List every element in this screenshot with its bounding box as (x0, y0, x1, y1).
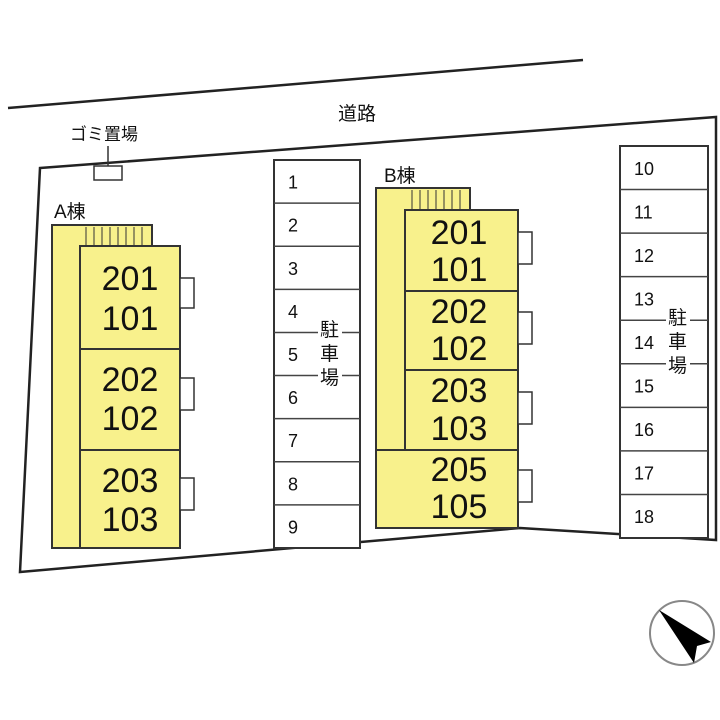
building-a-unit: 202 102 (102, 361, 159, 438)
unit-number: 103 (102, 501, 159, 539)
building-a-unit: 203 103 (102, 462, 159, 539)
unit-number: 203 (102, 462, 159, 500)
unit-number: 201 (102, 260, 159, 298)
svg-text:車: 車 (668, 331, 687, 353)
trash-area (93, 165, 123, 181)
building-b-unit: 203 103 (431, 372, 488, 448)
parking-slot-number: 10 (634, 159, 654, 179)
parking-right: 10 11 12 13 14 15 16 17 18 (619, 145, 709, 539)
road-line (7, 58, 584, 110)
svg-text:駐: 駐 (320, 319, 339, 341)
unit-number: 102 (431, 330, 488, 368)
parking-lot-outline (273, 159, 361, 549)
parking-slot-number: 13 (634, 289, 654, 309)
unit-number: 202 (431, 293, 488, 331)
building-b-unit: 202 102 (431, 293, 488, 368)
parking-slot-number: 8 (288, 474, 298, 494)
road-label: 道路 (338, 103, 376, 125)
site-boundary (18, 115, 718, 574)
parking-left: 1 2 3 4 5 6 7 8 9 (273, 159, 361, 549)
unit-number: 202 (102, 361, 159, 399)
building-a-balcony (85, 227, 143, 246)
building-b-label: B棟 (384, 165, 416, 187)
svg-text:駐: 駐 (668, 307, 687, 329)
parking-slot-number: 5 (288, 345, 298, 365)
north-arrow-icon (649, 600, 715, 666)
svg-text:場: 場 (320, 367, 339, 389)
unit-number: 203 (431, 372, 488, 410)
parking-slot-number: 7 (288, 431, 298, 451)
parking-slot-number: 3 (288, 259, 298, 279)
unit-number: 201 (431, 214, 488, 252)
parking-slot-number: 14 (634, 333, 654, 353)
building-b (375, 187, 533, 529)
parking-slot-number: 6 (288, 388, 298, 408)
svg-text:場: 場 (668, 355, 687, 377)
parking-slot-number: 16 (634, 420, 654, 440)
parking-slot-number: 9 (288, 517, 298, 537)
parking-slot-number: 4 (288, 302, 298, 322)
trash-area-label: ゴミ置場 (70, 124, 138, 144)
parking-lot-outline (619, 145, 709, 539)
building-b-unit: 201 101 (431, 214, 488, 289)
unit-number: 105 (431, 488, 488, 526)
parking-slot-number: 18 (634, 507, 654, 527)
parking-slot-number: 11 (634, 202, 653, 222)
unit-number: 101 (102, 300, 159, 338)
parking-slot-number: 17 (634, 464, 654, 484)
unit-number: 102 (102, 400, 159, 438)
building-a (51, 224, 195, 549)
parking-slot-number: 2 (288, 216, 298, 236)
parking-slot-number: 1 (288, 173, 298, 193)
building-a-unit: 201 101 (102, 260, 159, 338)
parking-right-label: 駐 車 場 (666, 306, 690, 380)
unit-number: 205 (431, 451, 488, 489)
parking-slot-number: 12 (634, 246, 654, 266)
building-a-label: A棟 (54, 201, 86, 223)
building-b-unit: 205 105 (431, 451, 488, 526)
svg-text:車: 車 (320, 343, 339, 365)
unit-number: 103 (431, 410, 488, 448)
parking-slot-number: 15 (634, 377, 654, 397)
unit-number: 101 (431, 251, 488, 289)
parking-left-label: 駐 車 場 (318, 318, 342, 396)
